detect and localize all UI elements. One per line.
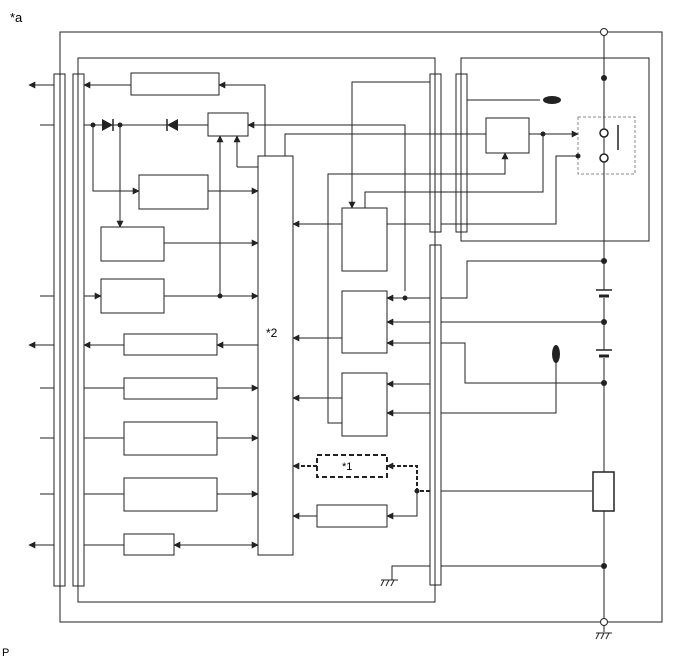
battery-icon bbox=[596, 349, 612, 358]
wire-opt-feed bbox=[386, 462, 430, 492]
outer-frame bbox=[59, 31, 663, 623]
ecu-core-label: *2 bbox=[266, 326, 278, 340]
diode-icon bbox=[166, 119, 178, 131]
junction-dots bbox=[90, 75, 607, 569]
connector-icon bbox=[552, 345, 560, 363]
terminal-bottom bbox=[600, 618, 608, 626]
footer-label: P bbox=[2, 647, 9, 658]
block-input-a bbox=[138, 174, 209, 210]
wire-core-to-right-c bbox=[327, 152, 509, 424]
ecu-frame bbox=[77, 57, 436, 603]
wire-rail-tap-4 bbox=[441, 342, 604, 384]
wire-rail-tap-1 bbox=[441, 260, 604, 299]
wire-relay-coil-in bbox=[284, 133, 486, 156]
block-input-e bbox=[123, 421, 218, 456]
wire-ground-inner bbox=[391, 565, 430, 580]
relay-frame bbox=[460, 57, 650, 242]
block-right-d bbox=[316, 504, 388, 528]
battery-icon bbox=[596, 289, 612, 298]
block-input-c bbox=[100, 278, 165, 314]
connector-icon bbox=[543, 96, 561, 104]
block-bidirectional bbox=[123, 533, 175, 556]
block-right-b bbox=[341, 290, 388, 354]
block-right-a bbox=[341, 207, 388, 272]
relay-coil-block bbox=[485, 117, 530, 154]
connector-bar-c bbox=[429, 244, 442, 586]
block-input-d bbox=[123, 377, 218, 400]
wire-connector-to-right-a bbox=[348, 81, 430, 209]
left-connector-bar-inner bbox=[72, 73, 85, 587]
wire-tap-to-input-a bbox=[92, 125, 140, 195]
left-connector-bar-outer bbox=[53, 73, 66, 587]
block-right-c bbox=[341, 372, 388, 437]
connector-bar-b bbox=[455, 73, 468, 233]
switch-frame bbox=[577, 116, 636, 175]
optional-block-label: *1 bbox=[342, 461, 352, 473]
diode-icon bbox=[102, 119, 114, 131]
fuse-icon bbox=[592, 471, 615, 512]
corner-label: *a bbox=[10, 10, 23, 25]
switch-icon bbox=[599, 125, 619, 163]
connector-bar-a bbox=[429, 73, 442, 233]
ground-icon bbox=[380, 579, 398, 587]
wire-rail-tap-3 bbox=[441, 361, 557, 414]
block-top-output bbox=[130, 72, 220, 96]
block-input-f bbox=[123, 477, 218, 512]
wire-relay-lower bbox=[441, 155, 578, 225]
ground-icon bbox=[595, 632, 612, 640]
wire-driver-to-connector bbox=[247, 121, 406, 291]
ecu-core-block bbox=[257, 155, 294, 556]
wire-right-d-feed bbox=[386, 491, 418, 520]
block-input-b bbox=[100, 226, 165, 262]
terminal-top bbox=[600, 28, 608, 36]
block-driver bbox=[207, 112, 249, 137]
wire-right-a-to-relay bbox=[364, 134, 544, 208]
wire-core-to-top bbox=[218, 81, 266, 156]
block-output-a bbox=[123, 333, 218, 356]
